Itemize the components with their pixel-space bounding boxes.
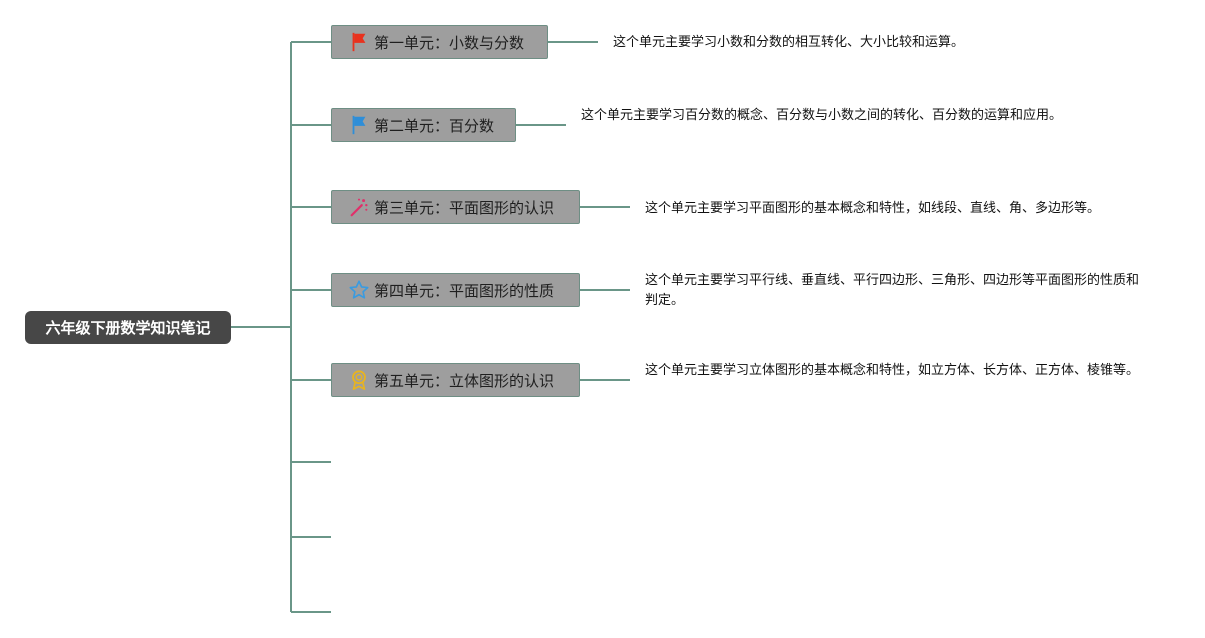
branch-node-3[interactable]: 第三单元：平面图形的认识 xyxy=(331,190,580,224)
branch-description-2: 这个单元主要学习百分数的概念、百分数与小数之间的转化、百分数的运算和应用。 xyxy=(581,108,1063,123)
magic-wand-icon xyxy=(348,196,370,218)
branch-label: 第五单元：立体图形的认识 xyxy=(374,371,555,390)
branch-description-5: 这个单元主要学习立体图形的基本概念和特性，如立方体、长方体、正方体、棱锥等。 xyxy=(645,363,1140,378)
branch-label: 第四单元：平面图形的性质 xyxy=(374,281,555,300)
award-medal-icon xyxy=(348,369,370,391)
branch-node-4[interactable]: 第四单元：平面图形的性质 xyxy=(331,273,580,307)
branch-description-4: 这个单元主要学习平行线、垂直线、平行四边形、三角形、四边形等平面图形的性质和判定… xyxy=(645,273,1140,308)
branch-label: 第二单元：百分数 xyxy=(374,116,495,135)
branch-label: 第一单元：小数与分数 xyxy=(374,33,525,52)
branch-node-5[interactable]: 第五单元：立体图形的认识 xyxy=(331,363,580,397)
branch-description-3: 这个单元主要学习平面图形的基本概念和特性，如线段、直线、角、多边形等。 xyxy=(645,201,1101,216)
branch-node-1[interactable]: 第一单元：小数与分数 xyxy=(331,25,548,59)
branch-label: 第三单元：平面图形的认识 xyxy=(374,198,555,217)
blue-flag-icon xyxy=(348,114,370,136)
root-node[interactable]: 六年级下册数学知识笔记 xyxy=(25,311,231,344)
star-icon xyxy=(348,279,370,301)
branch-description-1: 这个单元主要学习小数和分数的相互转化、大小比较和运算。 xyxy=(613,35,965,50)
branch-node-2[interactable]: 第二单元：百分数 xyxy=(331,108,516,142)
red-flag-icon xyxy=(348,31,370,53)
root-label: 六年级下册数学知识笔记 xyxy=(45,319,211,337)
